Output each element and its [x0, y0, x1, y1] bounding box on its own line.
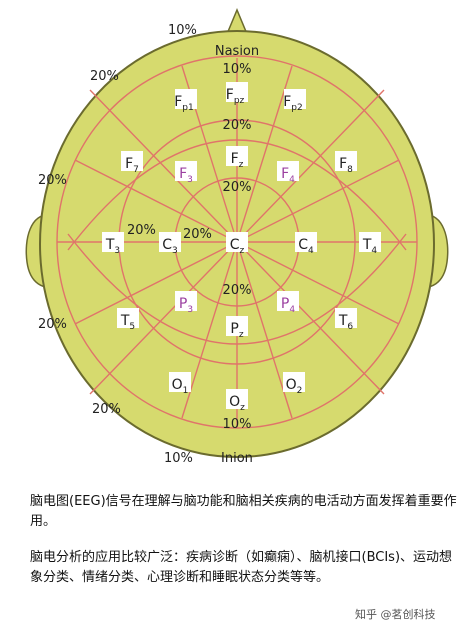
pct-fz-above: 20% — [223, 118, 252, 133]
electrode-box — [359, 232, 381, 252]
watermark: 知乎 @茗创科技 — [355, 608, 436, 621]
pct-mid-left: 20% — [38, 173, 67, 188]
electrode-name: Fz — [231, 151, 244, 170]
parietal-arc — [67, 233, 407, 345]
electrode-c4: C4 — [295, 232, 317, 256]
electrode-f8: F8 — [335, 151, 357, 175]
electrode-box — [159, 232, 181, 252]
electrode-box — [175, 89, 197, 109]
electrode-o2: O2 — [283, 372, 305, 396]
electrode-name: T4 — [362, 237, 378, 256]
electrode-t6: T6 — [335, 308, 357, 332]
pct-cz-left-b: 20% — [127, 223, 156, 238]
electrode-name: F3 — [179, 166, 193, 185]
electrode-fz: Fz — [226, 146, 248, 170]
electrode-p4: P4 — [277, 291, 299, 315]
electrode-name: T3 — [105, 237, 120, 256]
electrode-t3: T3 — [102, 232, 124, 256]
electrode-box — [335, 308, 357, 328]
frontal-arc — [67, 139, 407, 251]
pct-oz-below: 10% — [223, 417, 252, 432]
electrode-f4: F4 — [277, 161, 299, 185]
pct-bottom-left: 10% — [164, 451, 193, 466]
electrode-name: Fp2 — [283, 94, 303, 113]
electrode-box — [226, 232, 248, 252]
pct-bottom-mid-left: 20% — [92, 402, 121, 417]
electrode-labels: Fp1 Fpz Fp2 F7 F3 Fz F4 F8 T3 C3 Cz C4 T… — [102, 82, 381, 413]
electrode-name: T6 — [338, 313, 354, 332]
electrode-box — [226, 146, 248, 166]
electrode-box — [277, 161, 299, 181]
electrode-name: Oz — [229, 394, 245, 413]
electrode-c3: C3 — [159, 232, 181, 256]
pct-nasion: 10% — [223, 62, 252, 77]
electrode-box — [284, 89, 306, 109]
electrode-name: O1 — [172, 377, 189, 396]
electrode-box — [102, 232, 124, 252]
electrode-fp2: Fp2 — [283, 89, 306, 113]
electrode-box — [169, 372, 191, 392]
pct-cz-above: 20% — [223, 180, 252, 195]
electrode-box — [226, 82, 248, 102]
electrode-box — [226, 389, 248, 409]
electrode-name: F8 — [339, 156, 353, 175]
electrode-name: P4 — [281, 296, 295, 315]
pct-cz-below: 20% — [223, 283, 252, 298]
electrode-name: T5 — [120, 313, 135, 332]
electrode-box — [335, 151, 357, 171]
pct-upper-left: 20% — [90, 69, 119, 84]
electrode-fpz: Fpz — [226, 82, 248, 106]
electrode-box — [226, 316, 248, 336]
electrode-name: C3 — [162, 237, 178, 256]
electrode-f7: F7 — [121, 151, 143, 175]
electrode-name: C4 — [298, 237, 314, 256]
electrode-o1: O1 — [169, 372, 191, 396]
eeg-10-20-diagram: Nasion Inion 10% 10% 20% 20% 20% 20% 20%… — [25, 8, 449, 466]
electrode-box — [283, 372, 305, 392]
electrode-name: F7 — [125, 156, 139, 175]
electrode-name: Pz — [230, 321, 243, 340]
electrode-box — [295, 232, 317, 252]
electrode-name: Cz — [230, 237, 245, 256]
electrode-fp1: Fp1 — [174, 89, 197, 113]
pct-top-left: 10% — [168, 23, 197, 38]
electrode-name: Fpz — [226, 87, 245, 106]
electrode-name: Fp1 — [174, 94, 194, 113]
electrode-box — [277, 291, 299, 311]
electrode-name: F4 — [281, 166, 295, 185]
electrode-f3: F3 — [175, 161, 197, 185]
electrode-box — [121, 151, 143, 171]
pct-lower-left: 20% — [38, 317, 67, 332]
caption-paragraph-1: 脑电图(EEG)信号在理解与脑功能和脑相关疾病的电活动方面发挥着重要作用。 — [30, 494, 457, 529]
electrode-pz: Pz — [226, 316, 248, 340]
electrode-name: O2 — [286, 377, 303, 396]
caption-paragraph-2: 脑电分析的应用比较广泛：疾病诊断（如癫痫）、脑机接口(BCIs)、运动想象分类、… — [30, 550, 453, 585]
electrode-box — [175, 291, 197, 311]
electrode-t4: T4 — [359, 232, 381, 256]
electrode-name: P3 — [179, 296, 193, 315]
electrode-t5: T5 — [117, 308, 139, 332]
electrode-box — [175, 161, 197, 181]
electrode-cz: Cz — [226, 232, 248, 256]
electrode-box — [117, 308, 139, 328]
nasion-label: Nasion — [215, 44, 259, 59]
electrode-p3: P3 — [175, 291, 197, 315]
inion-label: Inion — [221, 451, 253, 466]
electrode-oz: Oz — [226, 389, 248, 413]
pct-cz-left-a: 20% — [183, 227, 212, 242]
